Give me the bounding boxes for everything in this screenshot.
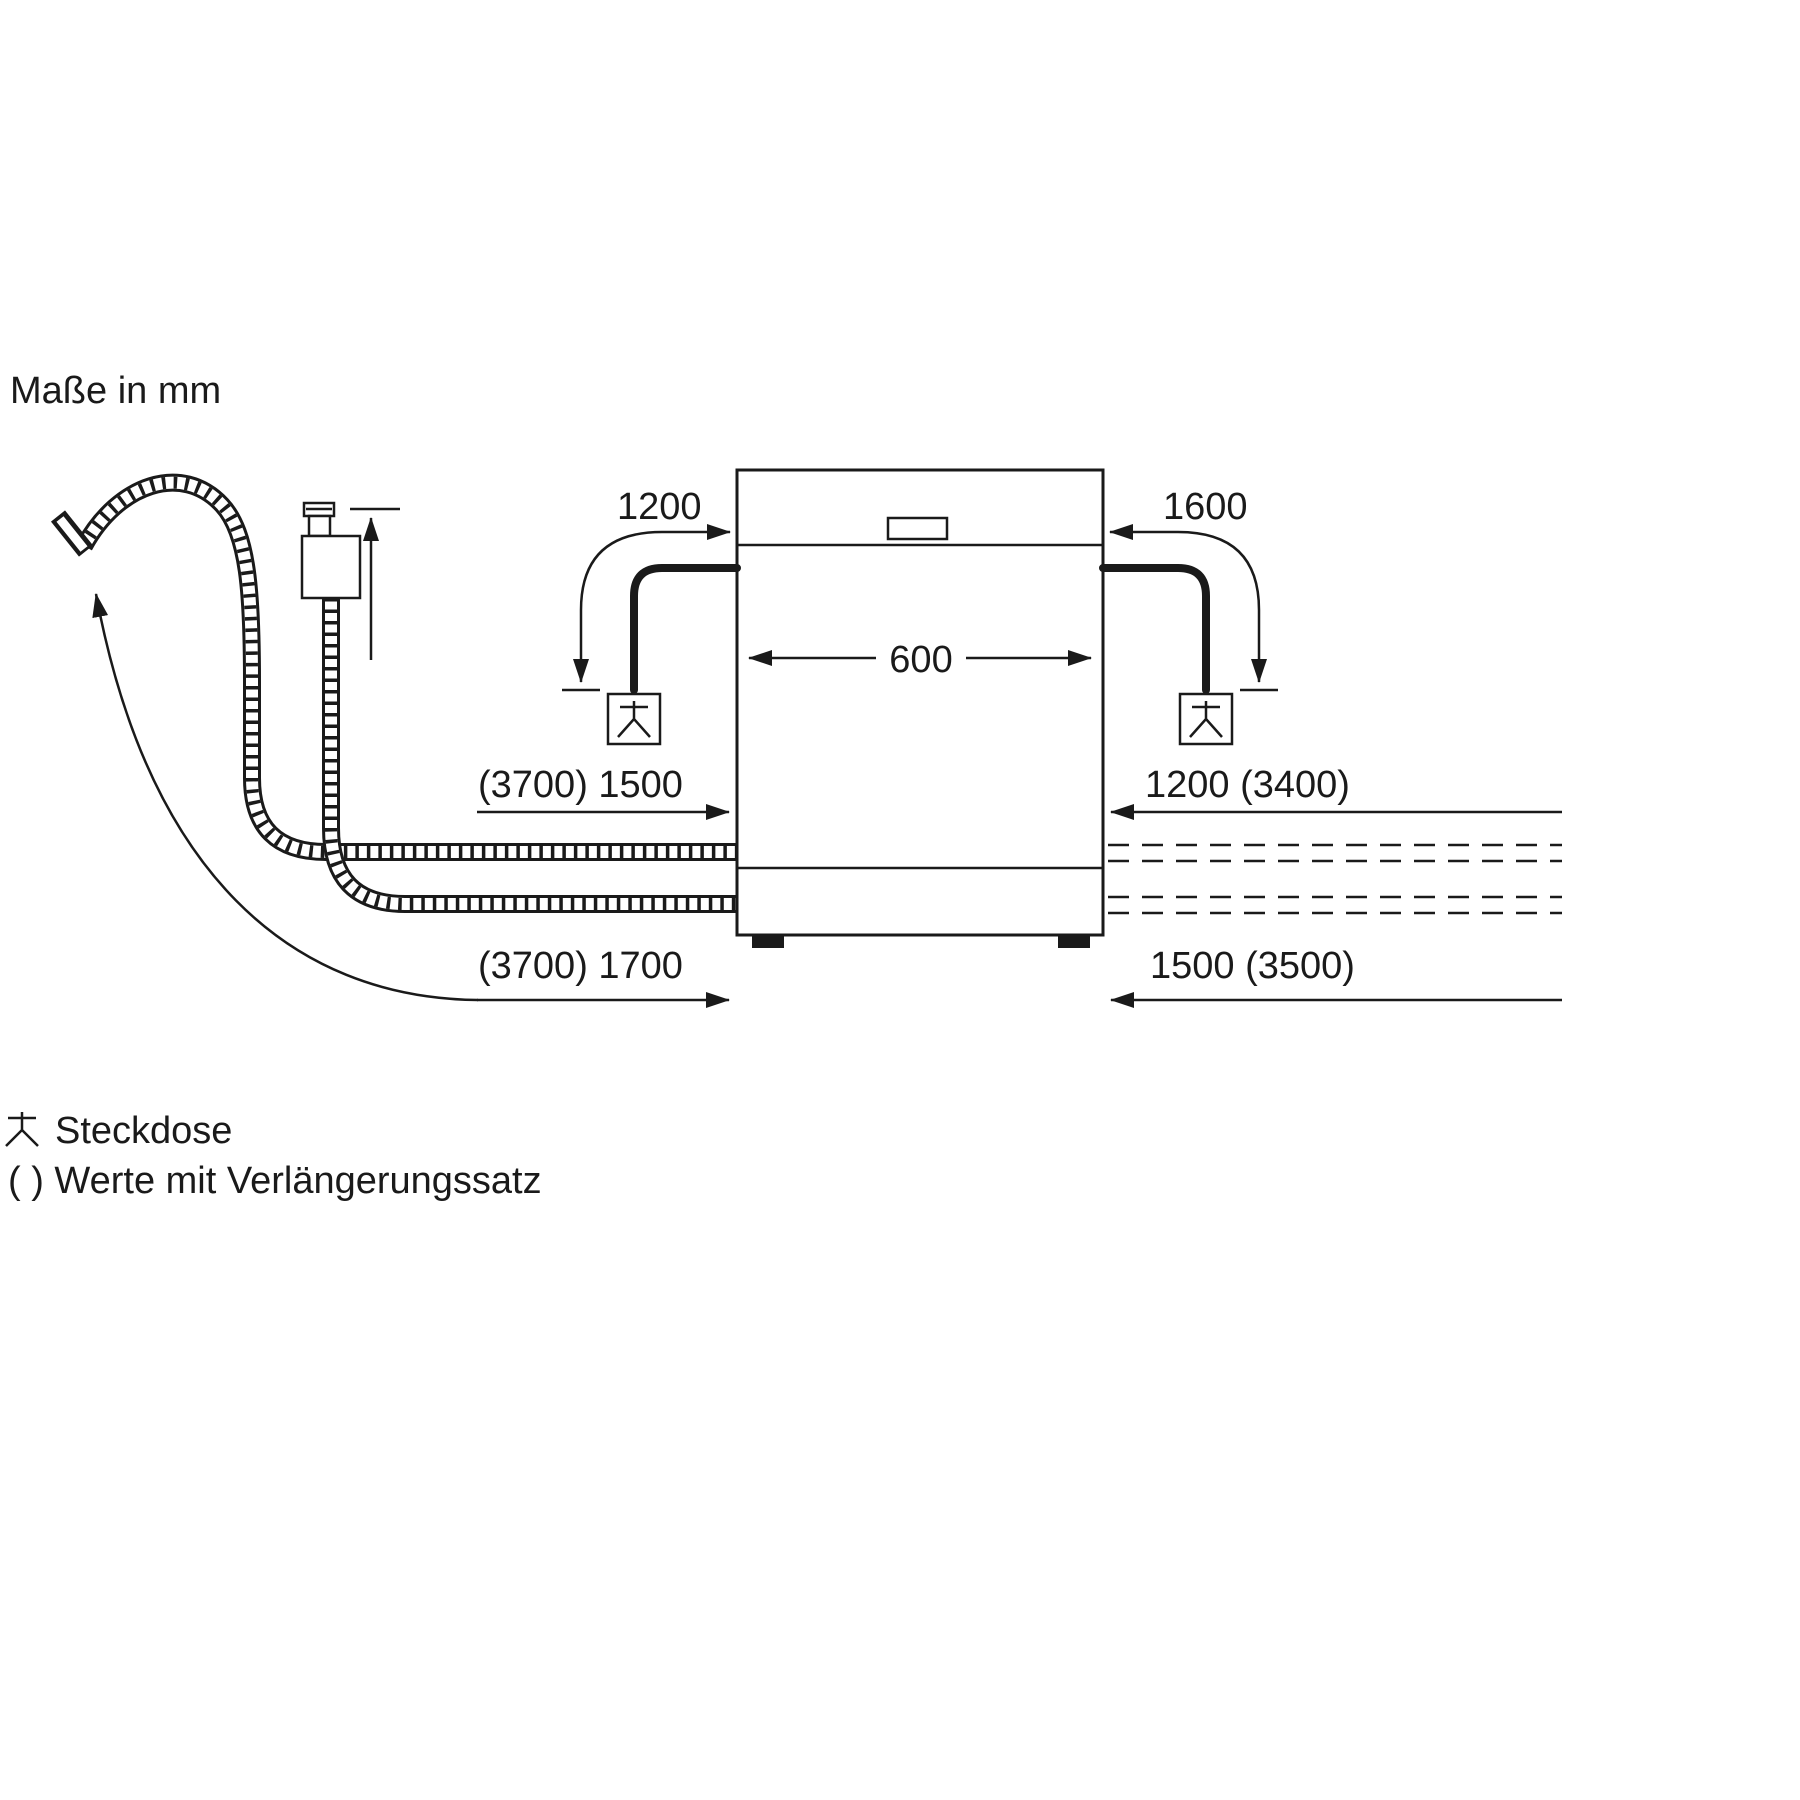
width-dimension-label: 600	[889, 639, 952, 681]
width-dimension: 600	[748, 634, 1092, 681]
right-cord-dimension: 1600	[1109, 486, 1278, 692]
aquastop-valve-icon	[300, 534, 362, 600]
control-display-icon	[886, 516, 949, 541]
left-cord-dimension: 1200	[562, 486, 731, 692]
right-upper-hose-dimension: 1200 (3400)	[1110, 764, 1562, 820]
right-socket-icon	[1178, 692, 1234, 746]
right-lower-hose-dimension-label: 1500 (3500)	[1150, 945, 1355, 987]
left-socket-icon	[606, 692, 662, 746]
right-foot-icon	[1058, 935, 1090, 948]
parentheses-note-label: ( ) Werte mit Verlängerungssatz	[8, 1160, 542, 1202]
dishwasher-front-view	[735, 468, 1105, 948]
left-power-cord-icon	[630, 564, 741, 694]
unit-label: Maße in mm	[10, 370, 221, 412]
right-upper-hose-dimension-label: 1200 (3400)	[1145, 764, 1350, 806]
socket-legend-icon	[5, 1112, 39, 1147]
right-power-cord-icon	[1099, 564, 1210, 694]
supply-hose-icon	[300, 501, 740, 913]
right-lower-hose-dimension: 1500 (3500)	[1110, 945, 1562, 1008]
left-cord-dimension-label: 1200	[617, 486, 702, 528]
left-upper-hose-dimension: (3700) 1500	[477, 764, 730, 820]
socket-legend-label: Steckdose	[55, 1110, 232, 1152]
left-upper-hose-dimension-label: (3700) 1500	[478, 764, 683, 806]
supply-height-arrow	[350, 507, 400, 660]
drain-hose-icon	[50, 473, 740, 861]
drain-hose-leader-line	[92, 593, 479, 1002]
right-cord-dimension-label: 1600	[1163, 486, 1248, 528]
hose-extension-dashed-lines	[1108, 843, 1562, 915]
left-lower-hose-dimension: (3700) 1700	[477, 945, 730, 1008]
legend: Steckdose ( ) Werte mit Verlängerungssat…	[5, 1110, 542, 1202]
left-lower-hose-dimension-label: (3700) 1700	[478, 945, 683, 987]
left-foot-icon	[752, 935, 784, 948]
